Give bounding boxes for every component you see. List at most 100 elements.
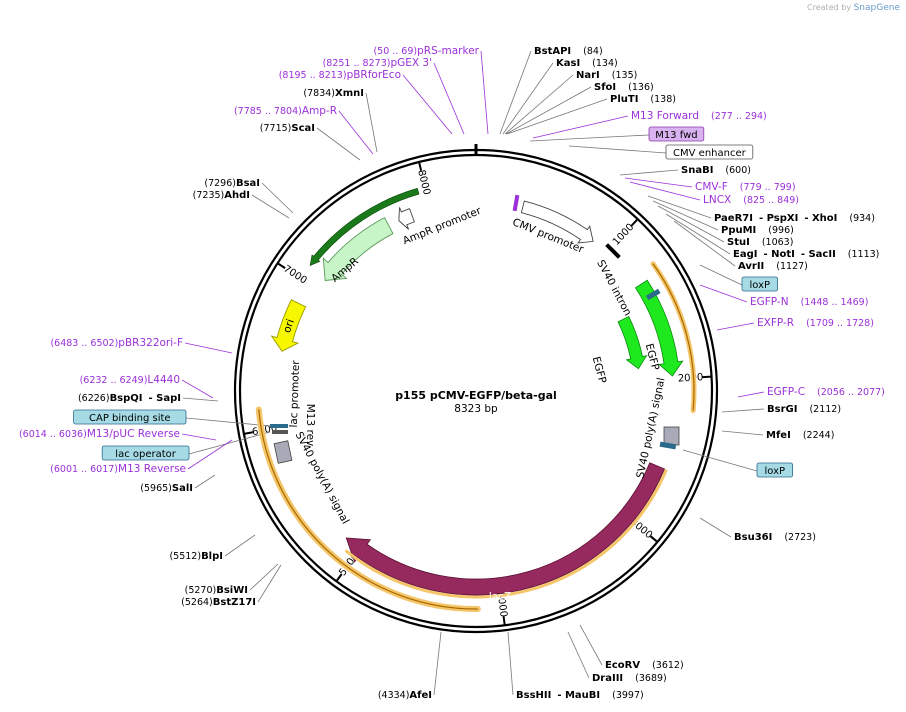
connector-line xyxy=(480,50,489,135)
tick-mark xyxy=(277,262,286,269)
site-label-name: EXFP-R xyxy=(757,317,794,329)
site-label: (50 .. 69)pRS-marker xyxy=(373,45,479,57)
plasmid-size: 8323 bp xyxy=(454,403,498,415)
credit: Created by SnapGene xyxy=(807,3,900,13)
site-label-name2: - NotI xyxy=(763,249,794,260)
site-label-name: PpuMI xyxy=(721,225,756,236)
site-label-pos: (277 .. 294) xyxy=(711,111,767,122)
site-label-name: AvrII xyxy=(738,261,764,272)
site-label-name: pRS-marker xyxy=(417,45,480,57)
site-label-pos: (825 .. 849) xyxy=(743,195,799,206)
site-label: (5270)BsiWI xyxy=(185,585,248,596)
site-label: EGFP-N (1448 .. 1469) xyxy=(750,296,868,308)
site-label-name: BsrGI xyxy=(767,404,797,415)
enzyme-site-stui: StuI(1063) xyxy=(727,237,793,248)
site-label-name: XmnI xyxy=(335,88,364,99)
tick-mark xyxy=(502,616,506,626)
connector-line xyxy=(665,213,731,255)
feature-box xyxy=(665,144,754,160)
lacz-arrow xyxy=(345,462,666,596)
site-label-name: pGEX 3' xyxy=(390,57,432,69)
feature-site-l4440: (6232 .. 6249)L4440 xyxy=(80,374,180,386)
tick-mark xyxy=(630,218,639,227)
site-label-pos: (8251 .. 8273) xyxy=(323,58,391,69)
enzyme-site-afei: (4334)AfeI xyxy=(378,690,432,701)
connector-line xyxy=(433,631,442,696)
site-label-pos: (600) xyxy=(725,165,751,176)
enzyme-site-sfoi: SfoI(136) xyxy=(594,82,654,93)
feature-site-cap-binding-site: CAP binding site xyxy=(73,409,187,425)
connector-line xyxy=(251,194,290,219)
feature-highlight-line xyxy=(652,263,695,411)
site-labels: BstAPI(84)KasI(134)NarI(135)SfoI(136)Plu… xyxy=(19,45,885,701)
loxp-mark-1 xyxy=(645,288,661,301)
site-label-pos: (3997) xyxy=(612,690,644,701)
cmv-promoter-arrow xyxy=(520,200,594,244)
enzyme-site-bstapi: BstAPI (84) xyxy=(534,46,603,57)
site-label-pos: (934) xyxy=(849,213,875,224)
feature-box-label: CAP binding site xyxy=(89,413,171,424)
connector-line xyxy=(402,74,453,135)
site-label: (6226)BspQI- SapI xyxy=(78,393,181,404)
feature-box-label: lac operator xyxy=(115,449,176,460)
site-label: (5965)SalI xyxy=(140,483,193,494)
connector-line xyxy=(188,431,271,455)
feature-site-amp-r: (7785 .. 7804)Amp-R xyxy=(234,105,337,117)
snapgene-logo: SnapGene xyxy=(853,3,900,13)
feature-site-pbr322ori-f: (6483 .. 6502)pBR322ori-F xyxy=(50,337,183,349)
site-label-name: EGFP-N xyxy=(750,296,789,308)
connector-line xyxy=(504,74,574,135)
feature-label-lac-promoter: lac promoter xyxy=(288,360,302,428)
site-label-pos: (50 .. 69) xyxy=(373,46,417,57)
feature-highlight-line xyxy=(258,409,478,610)
site-label-pos: (6483 .. 6502) xyxy=(50,338,118,349)
site-label: (6232 .. 6249)L4440 xyxy=(80,374,180,386)
feature-site-cmv-f: CMV-F(779 .. 799) xyxy=(695,181,796,193)
enzyme-site-nari: NarI(135) xyxy=(576,70,637,81)
site-label-name: BstAPI xyxy=(534,46,571,57)
site-label-name: MfeI xyxy=(766,430,791,441)
feature-box xyxy=(756,462,793,478)
site-label-name: BspQI xyxy=(110,393,143,404)
tick-label: 2000 xyxy=(678,372,704,385)
site-label: PluTI(138) xyxy=(610,94,676,105)
site-label-pos: (1709 .. 1728) xyxy=(806,318,874,329)
site-label-pos: (5270) xyxy=(185,585,217,596)
enzyme-site-ecorv: EcoRV(3612) xyxy=(605,660,684,671)
site-label-pos: (1448 .. 1469) xyxy=(801,297,869,308)
site-label: MfeI(2244) xyxy=(766,430,834,441)
connector-line xyxy=(699,264,743,286)
feature-site-m13-forward: M13 Forward(277 .. 294) xyxy=(631,110,767,122)
connector-line xyxy=(721,408,765,413)
connector-line xyxy=(433,62,465,135)
enzyme-site-bsu36i: Bsu36I(2723) xyxy=(734,532,816,543)
site-label-name: pBRforEco xyxy=(347,69,401,81)
site-label-pos: (6232 .. 6249) xyxy=(80,375,148,386)
connector-line xyxy=(699,517,732,538)
feature-label-sv40-polya-left: SV40 poly(A) signal xyxy=(293,430,352,526)
site-label-pos: (6014 .. 6036) xyxy=(19,429,87,440)
feature-site-prs-marker: (50 .. 69)pRS-marker xyxy=(373,45,479,57)
feature-site-lncx: LNCX(825 .. 849) xyxy=(703,194,799,206)
feature-site-egfp-n: EGFP-N (1448 .. 1469) xyxy=(750,296,868,308)
site-label-name: PluTI xyxy=(610,94,638,105)
connector-line xyxy=(194,474,216,489)
site-label: PpuMI(996) xyxy=(721,225,794,236)
connector-line xyxy=(187,439,233,470)
feature-site-m13-puc-reverse: (6014 .. 6036)M13/pUC Reverse xyxy=(19,428,180,440)
site-label-name: ScaI xyxy=(291,123,315,134)
feature-site-loxp: loxP xyxy=(741,276,778,292)
enzyme-site-bspqi: (6226)BspQI- SapI xyxy=(78,393,181,404)
site-label: (8251 .. 8273)pGEX 3' xyxy=(323,57,432,69)
connector-line xyxy=(652,200,719,231)
ampr-outer-arrow xyxy=(309,187,420,267)
connector-line xyxy=(629,181,701,201)
lacz-highlight xyxy=(344,469,668,599)
enzyme-site-bsshii: BssHII- MauBI(3997) xyxy=(516,690,644,701)
site-label-pos: (84) xyxy=(583,46,603,57)
site-label-pos: (3612) xyxy=(652,660,684,671)
site-label: (4334)AfeI xyxy=(378,690,432,701)
site-label-pos: (2056 .. 2077) xyxy=(817,387,885,398)
site-label-name: AhdI xyxy=(224,190,250,201)
connector-line xyxy=(647,195,712,219)
